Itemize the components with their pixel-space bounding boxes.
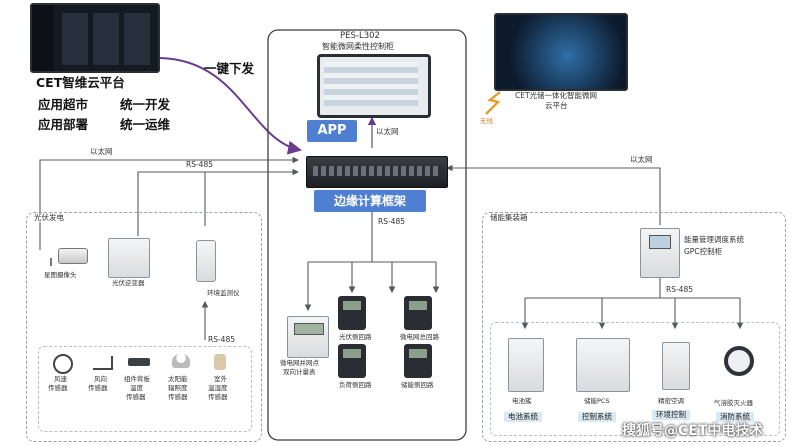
aerosol-extinguisher-device — [724, 346, 754, 376]
camera-device — [58, 248, 88, 264]
gpc-label-2: GPC控制柜 — [684, 247, 723, 256]
sensor-2-line1: 风向 — [94, 375, 107, 383]
pv-loop-meter — [338, 296, 366, 330]
sensor-4-line3: 传感器 — [168, 393, 188, 401]
wireless-label: 无线 — [480, 117, 493, 125]
battery-cluster-device — [508, 338, 544, 392]
storage-group-box — [482, 212, 786, 442]
storage-pcs-label: 储能PCS — [584, 397, 610, 405]
sensor-2-line2: 传感器 — [88, 384, 108, 392]
storage-group-title: 储能集装箱 — [488, 213, 530, 223]
load-loop-meter — [338, 344, 366, 378]
one-click-label: 一键下发 — [204, 61, 255, 76]
storage-loop-display — [409, 349, 427, 358]
battery-cluster-label: 电池簇 — [512, 397, 532, 405]
gpc-label-1: 能量管理调度系统 — [684, 235, 744, 244]
center-rs485-label: RS-485 — [378, 217, 405, 226]
cloud-tiles — [62, 13, 152, 65]
cabinet-touchscreen — [317, 54, 431, 118]
sensor-5-line2: 温湿度 — [208, 384, 228, 392]
storage-loop-meter — [404, 344, 432, 378]
feature-app-market: 应用超市 — [38, 97, 89, 112]
env-control-label: 环境控制 — [652, 410, 690, 421]
load-loop-label: 负荷侧回路 — [339, 381, 372, 389]
storage-pcs-device — [576, 338, 630, 392]
rs485-left-line — [137, 168, 300, 236]
sensor-3-line1: 组件背板 — [124, 375, 150, 383]
pv-group-title: 光伏发电 — [32, 213, 66, 223]
pv-rs485-label: RS-485 — [208, 335, 235, 344]
sensor-tray — [38, 346, 252, 432]
watermark: 搜狐号@CET中电技术 — [622, 423, 764, 439]
grid-loop-label: 微电网总回路 — [400, 333, 439, 341]
cabinet-model: PES-L302 — [340, 31, 380, 41]
sensor-3-icon — [128, 358, 150, 366]
storage-tray — [490, 322, 780, 436]
load-loop-display — [343, 349, 361, 358]
sensor-5-line3: 传感器 — [208, 393, 228, 401]
feature-unified-ops: 统一运维 — [120, 117, 171, 132]
rs485-left-label: RS-485 — [186, 160, 213, 169]
sensor-3-line3: 传感器 — [126, 393, 146, 401]
cloud-sidebar — [32, 5, 54, 71]
aerosol-extinguisher-label: 气溶胶灭火器 — [714, 399, 753, 407]
grid-meter-display — [294, 323, 324, 335]
pv-loop-label: 光伏侧回路 — [339, 333, 372, 341]
control-system-label: 控制系统 — [578, 412, 616, 423]
camera-pole — [50, 258, 62, 266]
grid-meter-label-1: 微电网并网点 — [280, 359, 319, 367]
env-monitor-label: 环境监测仪 — [207, 289, 240, 297]
sensor-3-line2: 温度 — [130, 384, 143, 392]
sensor-1-icon — [53, 354, 73, 374]
ethernet-right-line — [445, 164, 661, 225]
sensor-4-line2: 辐照度 — [168, 384, 188, 392]
env-monitor-device — [196, 240, 216, 282]
storage-cloud-screenshot — [494, 13, 628, 91]
gpc-screen — [649, 235, 671, 249]
one-click-arrow — [159, 57, 302, 155]
edge-controller-unit — [306, 156, 448, 188]
feature-unified-dev: 统一开发 — [120, 97, 171, 112]
gpc-cabinet-device — [640, 228, 680, 278]
precision-ac-label: 精密空调 — [658, 397, 684, 405]
fire-system-label: 消防系统 — [716, 412, 754, 423]
pv-loop-display — [343, 301, 361, 310]
battery-system-label: 电池系统 — [504, 412, 542, 423]
sensor-5-icon — [214, 354, 226, 370]
camera-label: 星图摄像头 — [44, 271, 77, 279]
app-ethernet-label: 以太网 — [376, 127, 399, 136]
grid-meter-label-2: 双向计量表 — [283, 368, 316, 376]
sensor-5-line1: 室外 — [214, 375, 227, 383]
app-badge: APP — [307, 120, 357, 142]
sensor-2-icon — [93, 356, 113, 370]
inverter-label: 光伏逆变器 — [112, 279, 145, 287]
grid-meter-device — [287, 316, 329, 358]
cabinet-name: 智能微网柔性控制柜 — [322, 42, 394, 51]
storage-rs485-label: RS-485 — [666, 285, 693, 294]
sensor-4-icon — [172, 354, 190, 368]
cloud-platform-screenshot — [30, 3, 160, 73]
wireless-bolt — [485, 91, 501, 115]
inverter-device — [108, 238, 150, 278]
sensor-4-line1: 太阳能 — [168, 375, 188, 383]
sensor-1-line1: 风速 — [54, 375, 67, 383]
cabinet-outline — [267, 29, 467, 441]
grid-loop-display — [409, 301, 427, 310]
precision-ac-device — [662, 342, 690, 390]
touchscreen-content — [324, 62, 418, 106]
storage-cloud-line2: 云平台 — [545, 101, 568, 110]
sensor-1-line2: 传感器 — [48, 384, 68, 392]
pv-group-box — [26, 212, 262, 442]
feature-app-deploy: 应用部署 — [38, 117, 89, 132]
storage-cloud-line1: CET光储一体化智能微网 — [515, 91, 598, 100]
ethernet-left-label: 以太网 — [90, 147, 113, 156]
grid-loop-meter — [404, 296, 432, 330]
ethernet-right-label: 以太网 — [630, 155, 653, 164]
controller-ports — [313, 166, 441, 176]
edge-computing-badge: 边缘计算框架 — [314, 190, 426, 212]
cloud-platform-title: CET智维云平台 — [36, 75, 125, 90]
storage-loop-label: 储能侧回路 — [401, 381, 434, 389]
